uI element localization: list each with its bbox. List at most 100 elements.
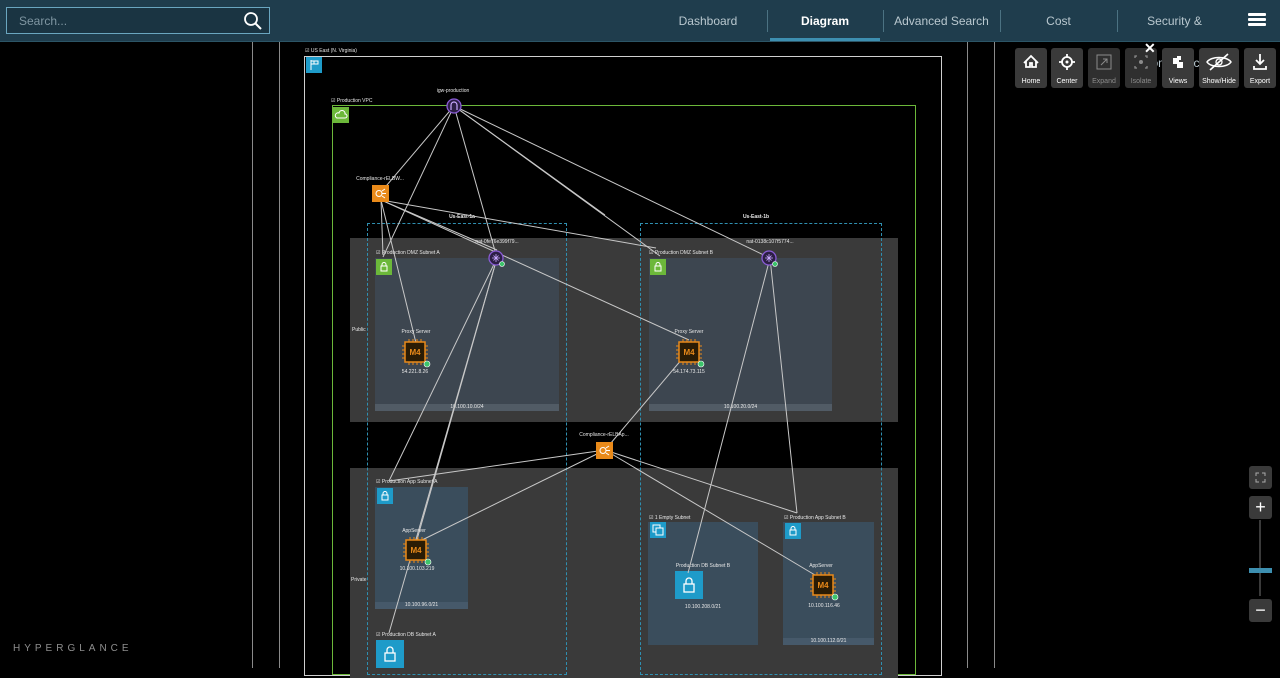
show-hide-label: Show/Hide: [1202, 78, 1236, 85]
isolate-button[interactable]: Isolate: [1125, 48, 1157, 88]
subnet-dmz-a-cidr: 10.100.10.0/24: [375, 404, 559, 411]
subnet-app-b-title: Production App Subnet B: [789, 515, 846, 521]
expand-button[interactable]: Expand: [1088, 48, 1120, 88]
home-button[interactable]: Home: [1015, 48, 1047, 88]
views-button[interactable]: Views: [1162, 48, 1194, 88]
export-label: Export: [1249, 78, 1271, 85]
top-navigation-bar: Dashboard Diagram Advanced Search Cost S…: [0, 0, 1280, 70]
expand-icon: [1096, 54, 1112, 70]
zoom-slider-handle[interactable]: [1249, 568, 1272, 573]
instance-type-badge: M4: [409, 348, 421, 357]
ec2-chip-icon[interactable]: M4: [676, 339, 705, 368]
lock-icon: [650, 259, 666, 275]
elb-public-label: Compliance-rELBW...: [356, 176, 404, 182]
db-subnet-lock-icon: [376, 640, 404, 668]
nav-separator: [883, 10, 884, 32]
ec2-chip-icon[interactable]: M4: [403, 537, 432, 566]
center-button[interactable]: Center: [1051, 48, 1083, 88]
region-flag-icon: [306, 57, 322, 73]
instance-type-badge: M4: [683, 348, 695, 357]
isolate-label: Isolate: [1130, 78, 1152, 85]
elb-private-label: Compliance-rELBAp...: [579, 432, 629, 438]
subnet-db-b-cidr: 10.100.208.0/21: [684, 604, 722, 610]
tab-cost[interactable]: Cost: [1046, 14, 1071, 28]
close-icon[interactable]: ✕: [1144, 40, 1156, 56]
lock-icon: [377, 488, 393, 504]
diagram-canvas[interactable]: [0, 42, 1280, 668]
search-box[interactable]: [6, 7, 270, 34]
home-label: Home: [1021, 78, 1041, 85]
proxy-b-ip: 54.174.73.115: [673, 369, 705, 375]
app-b-name: AppServer: [809, 563, 833, 569]
subnet-db-a-label: ☑ Production DB Subnet A: [376, 632, 436, 638]
nat-gateway-icon[interactable]: [488, 250, 506, 268]
crosshair-icon: [1059, 54, 1075, 70]
subnet-dmz-a-title: Production DMZ Subnet A: [381, 250, 440, 256]
download-icon: [1253, 54, 1267, 70]
subnet-dmz-b-cidr: 10.100.20.0/24: [649, 404, 832, 411]
subnet-dmz-b-title: Production DMZ Subnet B: [654, 250, 713, 256]
region-label: ☑ US East (N. Virginia): [305, 48, 357, 54]
export-button[interactable]: Export: [1244, 48, 1276, 88]
zoom-slider-track[interactable]: [1259, 520, 1261, 596]
subnet-app-b-label: ☑ Production App Subnet B: [784, 515, 846, 521]
az-a-label: Us-East-1a: [449, 214, 475, 220]
expand-label: Expand: [1092, 78, 1116, 85]
internet-gateway-icon[interactable]: [446, 98, 462, 114]
home-icon: [1023, 54, 1039, 68]
isolate-icon: [1134, 55, 1148, 69]
proxy-a-ip: 54.221.8.26: [401, 369, 429, 375]
subnet-app-a-title: Production App Subnet A: [381, 479, 438, 485]
subnet-dmz-b[interactable]: 10.100.20.0/24: [649, 258, 832, 411]
lock-icon: [785, 523, 801, 539]
tab-diagram[interactable]: Diagram: [770, 0, 880, 41]
app-b-ip: 10.100.116.46: [808, 603, 840, 609]
fullscreen-icon: [1255, 472, 1266, 483]
ec2-chip-icon[interactable]: M4: [402, 339, 431, 368]
zoom-in-button[interactable]: +: [1249, 496, 1272, 519]
load-balancer-icon[interactable]: [372, 185, 389, 202]
tab-advanced-search[interactable]: Advanced Search: [894, 14, 989, 28]
subnet-app-a-label: ☑ Production App Subnet A: [376, 479, 438, 485]
canvas-divider: [279, 42, 280, 668]
subnet-app-a-cidr: 10.100.96.0/21: [375, 602, 468, 609]
empty-subnet-label: ☑ 1 Empty Subnet: [649, 515, 691, 521]
tab-dashboard[interactable]: Dashboard: [678, 14, 738, 28]
vpc-cloud-icon: [333, 107, 349, 123]
show-hide-button[interactable]: Show/Hide: [1199, 48, 1239, 88]
canvas-divider: [967, 42, 968, 668]
lock-icon: [376, 259, 392, 275]
tier-private-label: Private: [351, 577, 367, 583]
subnet-db-b[interactable]: 10.100.208.0/21: [648, 522, 758, 645]
search-icon[interactable]: [243, 11, 263, 31]
nat-a-label: nat-0fe76e399f79...: [475, 239, 519, 245]
subnet-dmz-b-label: ☑ Production DMZ Subnet B: [649, 250, 713, 256]
nat-gateway-icon[interactable]: [761, 250, 779, 268]
empty-subnet-title: 1 Empty Subnet: [654, 515, 691, 521]
eye-slash-icon: [1206, 53, 1232, 71]
proxy-a-name: Proxy Server: [401, 329, 431, 335]
subnet-dmz-a[interactable]: 10.100.10.0/24: [375, 258, 559, 411]
search-input[interactable]: [7, 8, 227, 33]
fullscreen-button[interactable]: [1249, 466, 1272, 489]
hamburger-menu-icon[interactable]: [1248, 13, 1266, 27]
igw-label: igw-production: [436, 88, 470, 94]
zoom-out-button[interactable]: −: [1249, 599, 1272, 622]
subnet-app-b-cidr: 10.100.112.0/21: [783, 638, 874, 645]
nav-separator: [767, 10, 768, 32]
brand-logo: HYPERGLANCE: [13, 643, 133, 654]
proxy-b-name: Proxy Server: [674, 329, 704, 335]
canvas-divider: [994, 42, 995, 668]
ec2-chip-icon[interactable]: M4: [810, 572, 839, 601]
vpc-label: ☑ Production VPC: [331, 98, 373, 104]
views-icon: [1173, 56, 1183, 68]
stacked-subnets-icon: [650, 522, 666, 538]
views-label: Views: [1168, 78, 1188, 85]
subnet-db-b-title: Production DB Subnet B: [675, 563, 731, 569]
nav-separator: [1117, 10, 1118, 32]
subnet-dmz-a-label: ☑ Production DMZ Subnet A: [376, 250, 440, 256]
tier-public-label: Public: [352, 327, 366, 333]
instance-type-badge: M4: [410, 546, 422, 555]
load-balancer-icon[interactable]: [596, 442, 613, 459]
